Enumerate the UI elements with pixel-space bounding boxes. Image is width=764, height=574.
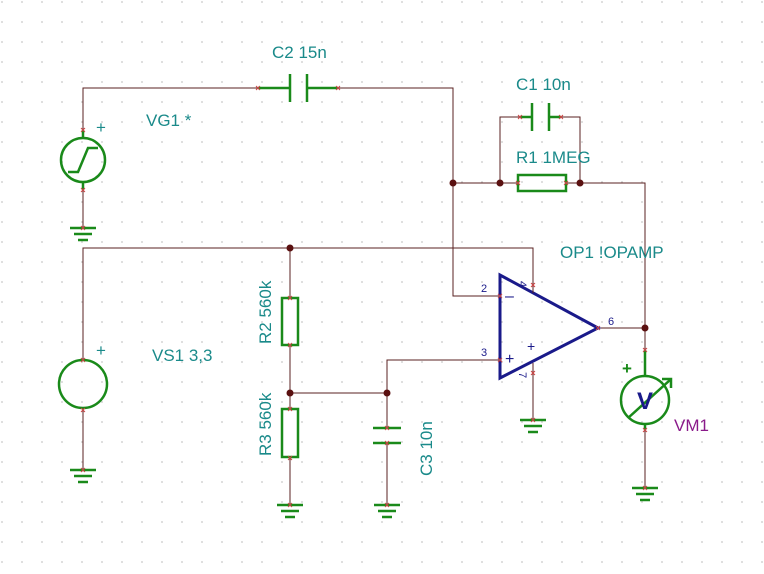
vm1-plus: + (622, 359, 632, 378)
junction-dot (383, 389, 391, 397)
c1-label: C1 10n (516, 75, 571, 94)
vs1-label: VS1 3,3 (152, 346, 213, 365)
junction-dot (286, 244, 294, 252)
pin-number-noninverting: 3 (481, 347, 487, 359)
wire-c2-node[interactable] (338, 87, 454, 183)
r3-label: R3 560k (256, 392, 275, 456)
opamp-plus-sign: + (505, 351, 514, 368)
junctions (286, 179, 649, 397)
pin-number-vminus: 7 (516, 372, 528, 378)
wire-vg1-c2[interactable] (82, 87, 258, 138)
c2-label: C2 15n (272, 43, 327, 62)
junction-dot (576, 179, 584, 187)
terminal-marks (80, 85, 648, 508)
opamp-supply-plus-sign: + (527, 338, 535, 354)
r2-label: R2 560k (256, 280, 275, 344)
junction-dot (286, 389, 294, 397)
pin-number-vplus: 4 (516, 281, 528, 287)
wire-r1-out[interactable] (566, 182, 646, 328)
wire-c1-left[interactable] (499, 116, 520, 183)
pin-number-inverting: 2 (481, 283, 487, 295)
capacitor-c1[interactable] (520, 103, 561, 131)
vs1-plus: + (96, 341, 106, 360)
wire-mid-noninv[interactable] (386, 359, 500, 393)
signal-generator-vg1[interactable] (59, 130, 107, 190)
op1-label: OP1 !OPAMP (560, 243, 664, 262)
junction-dot (641, 324, 649, 332)
pin-number-output: 6 (608, 316, 614, 328)
voltmeter-symbol: V (637, 388, 653, 415)
wires (82, 87, 646, 505)
wire-c1-right[interactable] (561, 116, 581, 183)
opamp-minus-sign: – (505, 288, 514, 305)
voltmeter-vm1[interactable] (619, 350, 673, 430)
wire-node-inv[interactable] (452, 183, 500, 297)
vg1-label: VG1 * (146, 111, 192, 130)
capacitor-c2[interactable] (258, 74, 338, 102)
vg1-plus: + (96, 118, 106, 137)
vm1-label: VM1 (674, 416, 709, 435)
junction-dot (496, 179, 504, 187)
junction-dot (449, 179, 457, 187)
c3-label: C3 10n (417, 421, 436, 476)
r1-label: R1 1MEG (516, 148, 591, 167)
wire-supply-rail[interactable] (82, 247, 534, 360)
opamp-op1[interactable] (498, 272, 602, 381)
